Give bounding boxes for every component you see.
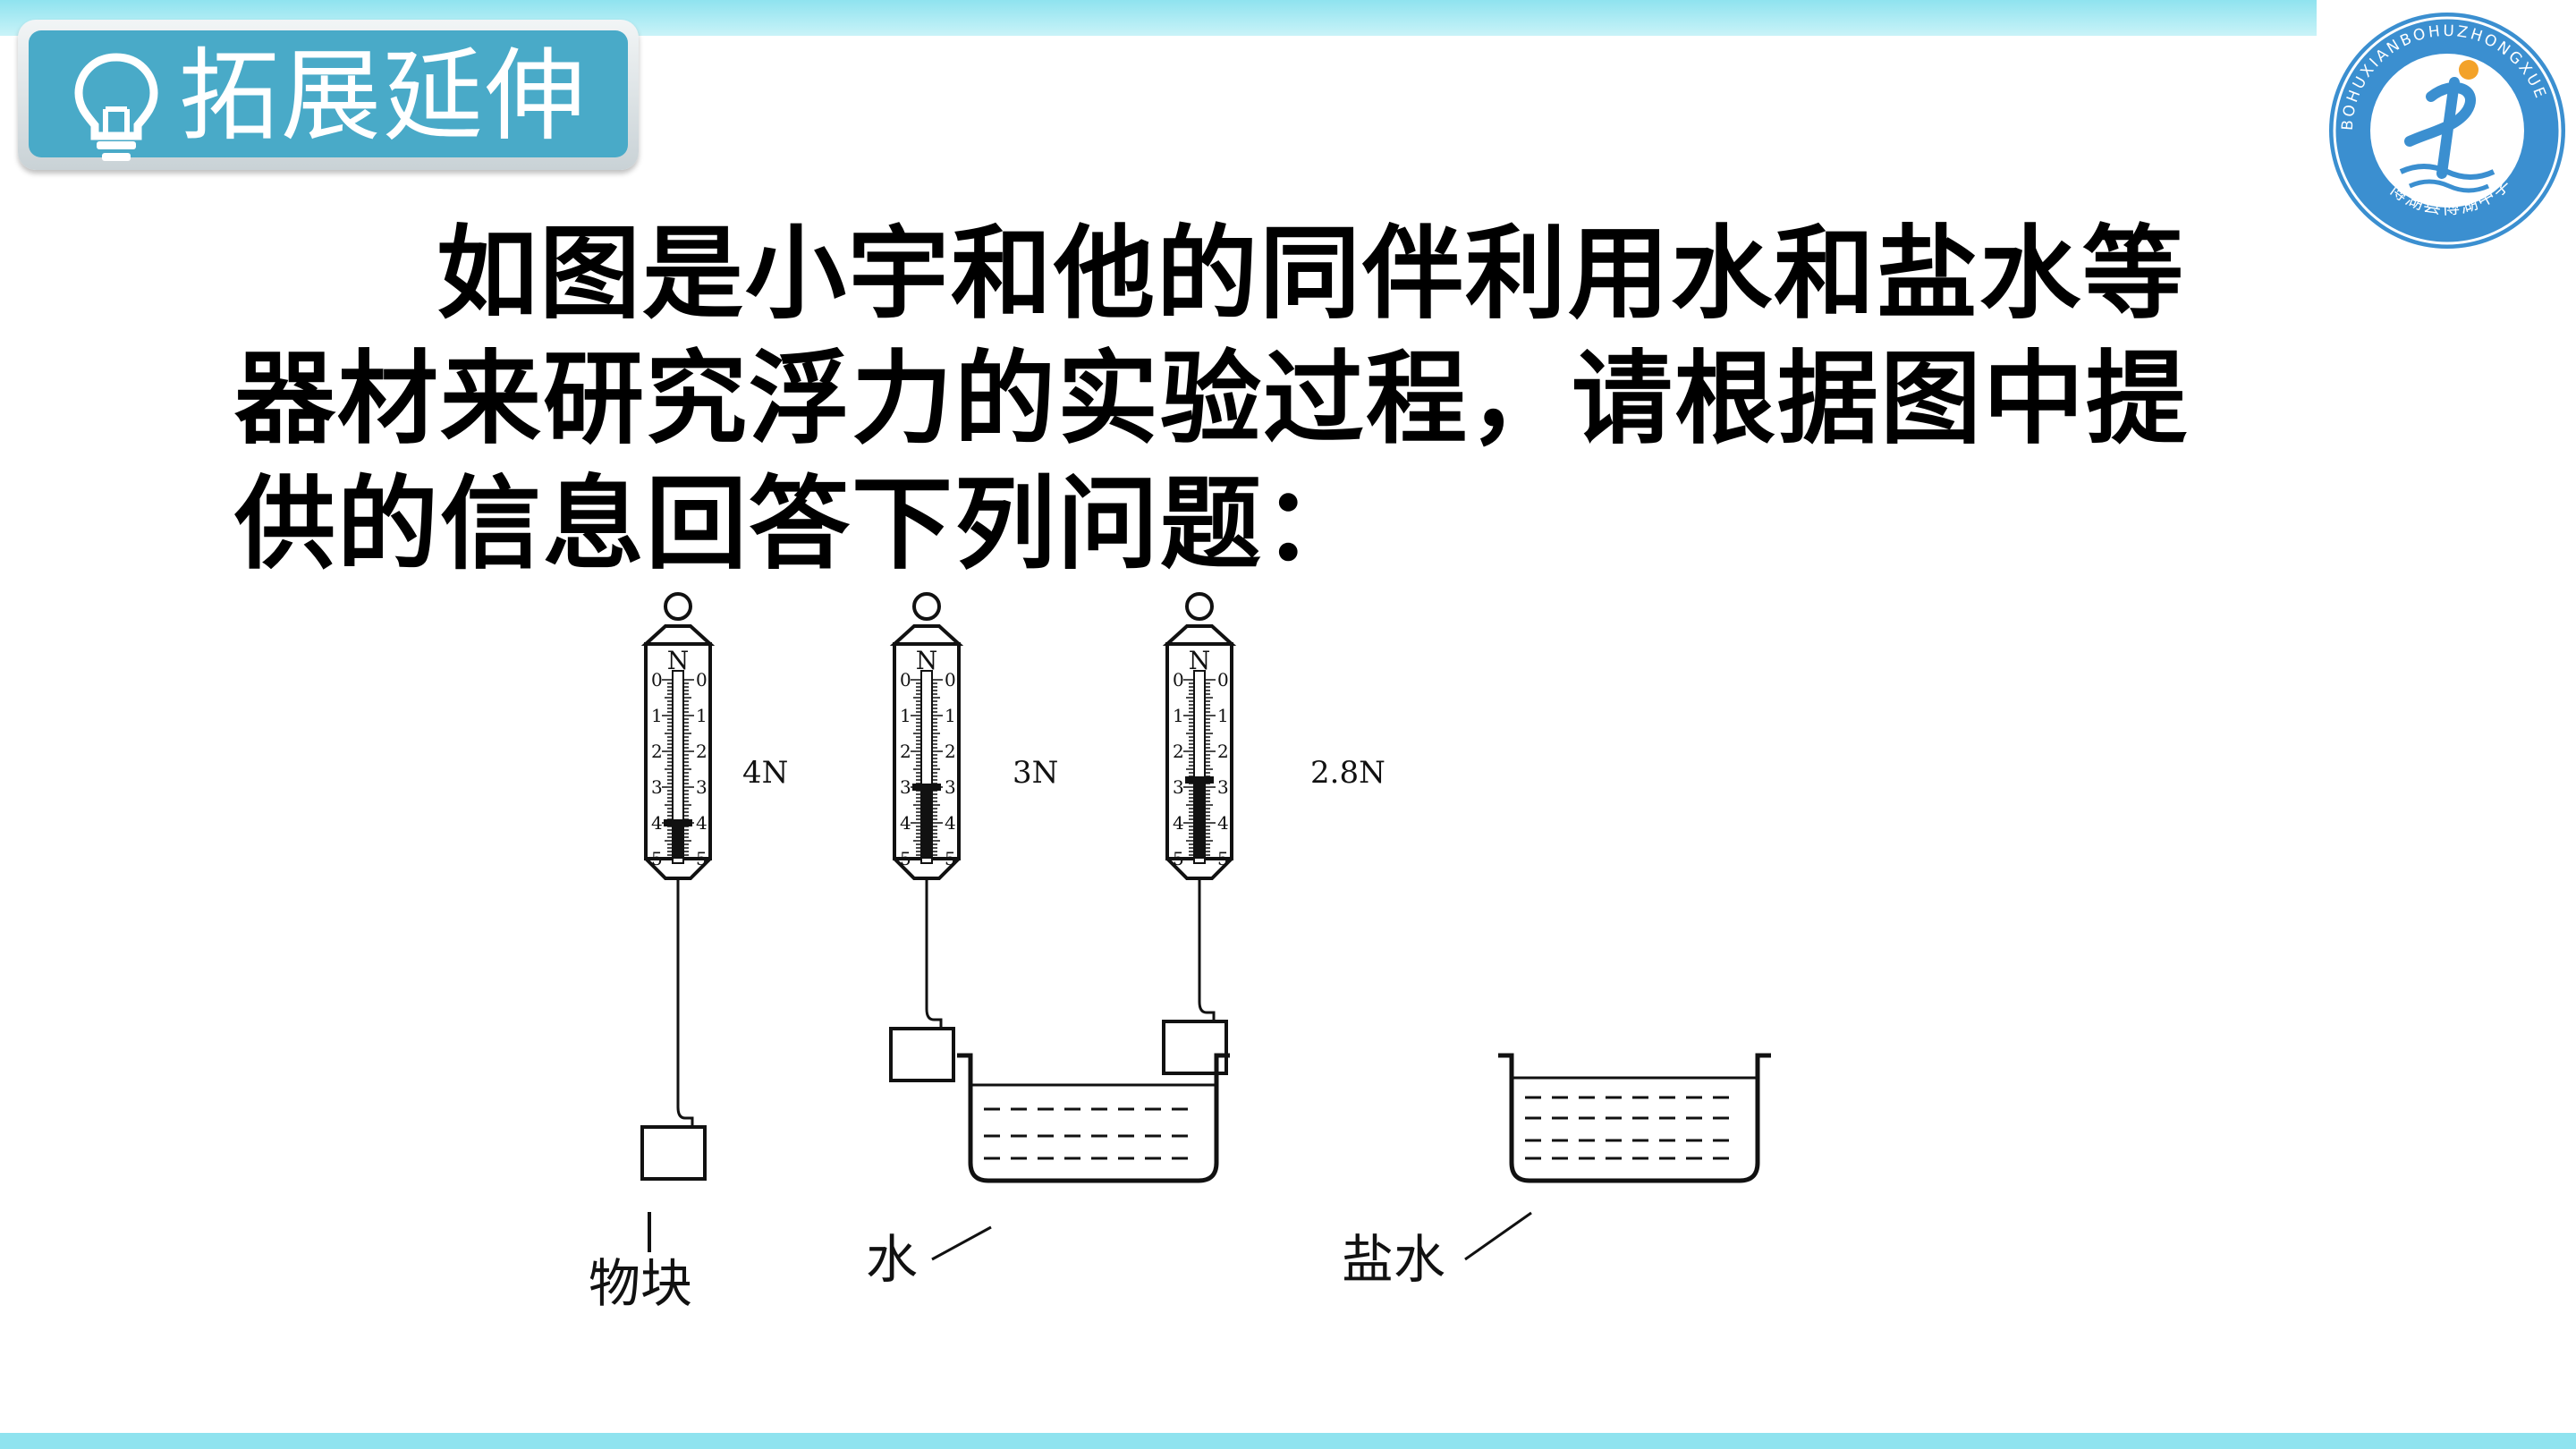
scale-pointer [1185, 776, 1214, 784]
scale-tick-label: 5 [900, 848, 911, 869]
scale-tick-label: 1 [900, 705, 911, 726]
scale-tick-label: 5 [945, 848, 956, 869]
scale-unit: N [1189, 646, 1211, 675]
scale-tick-label: 3 [900, 776, 911, 798]
scale-tick-label: 4 [1217, 812, 1229, 834]
section-badge: 拓展延伸 [18, 20, 639, 170]
scale-unit: N [916, 646, 938, 675]
scale-tick-label: 4 [945, 812, 956, 834]
scale-tick-label: 0 [1217, 669, 1229, 691]
water-label: 水 [866, 1229, 918, 1290]
scale-tick-label: 2 [900, 741, 911, 762]
scale-tick-label: 5 [1217, 848, 1229, 869]
saltwater-beaker [1498, 1053, 1771, 1183]
block [889, 1027, 955, 1082]
school-logo: BOHUXIANBOHUZHONGXUE 博湖县博湖中学 [2329, 13, 2565, 249]
reading-label: 3N [1013, 755, 1058, 791]
scale-tick-label: 4 [696, 812, 708, 834]
spring-scale: N0 0 1 1 2 2 3 3 4 4 5 5 3N [889, 592, 1058, 1082]
scale-tick-label: 1 [1217, 705, 1229, 726]
scale-tick-label: 0 [1173, 669, 1184, 691]
reading-label: 4N [742, 755, 788, 791]
problem-statement: 如图是小宇和他的同伴利用水和盐水等器材来研究浮力的实验过程，请根据图中提供的信息… [234, 215, 2189, 583]
section-title: 拓展延伸 [179, 38, 587, 155]
scale-tick-label: 5 [651, 848, 663, 869]
scale-tick-label: 4 [1173, 812, 1184, 834]
scale-tick-label: 1 [1173, 705, 1184, 726]
scale-tick-label: 4 [651, 812, 663, 834]
block [640, 1125, 707, 1181]
scale-tick-label: 3 [1173, 776, 1184, 798]
scale-tick-label: 5 [1173, 848, 1184, 869]
lightbulb-icon [74, 53, 158, 161]
scale-pointer [912, 784, 941, 791]
scale-tick-label: 1 [696, 705, 708, 726]
bottom-decor-band [0, 1433, 2576, 1449]
saltwater-label: 盐水 [1342, 1229, 1445, 1290]
reading-label: 2.8N [1310, 755, 1385, 791]
scale-tick-label: 1 [945, 705, 956, 726]
water-beaker [957, 1053, 1230, 1183]
scale-tick-label: 0 [900, 669, 911, 691]
scale-tick-label: 2 [651, 741, 663, 762]
scale-tick-label: 0 [945, 669, 956, 691]
block-label: 物块 [589, 1253, 692, 1314]
scale-tick-label: 2 [945, 741, 956, 762]
scale-tick-label: 2 [1217, 741, 1229, 762]
scale-tick-label: 3 [651, 776, 663, 798]
scale-tick-label: 5 [696, 848, 708, 869]
scale-tick-label: 3 [696, 776, 708, 798]
scale-tick-label: 1 [651, 705, 663, 726]
spring-scale: N0 0 1 1 2 2 3 3 4 4 5 5 2.8N [1162, 592, 1385, 1075]
scale-pointer [664, 819, 692, 826]
block [1162, 1020, 1228, 1075]
scale-unit: N [667, 646, 690, 675]
spring-scale: N0 0 1 1 2 2 3 3 4 4 5 5 4N [640, 592, 788, 1181]
scale-tick-label: 3 [1217, 776, 1229, 798]
scale-tick-label: 0 [651, 669, 663, 691]
scale-tick-label: 4 [900, 812, 911, 834]
scale-tick-label: 2 [1173, 741, 1184, 762]
scale-tick-label: 0 [696, 669, 708, 691]
scale-tick-label: 3 [945, 776, 956, 798]
scale-tick-label: 2 [696, 741, 708, 762]
